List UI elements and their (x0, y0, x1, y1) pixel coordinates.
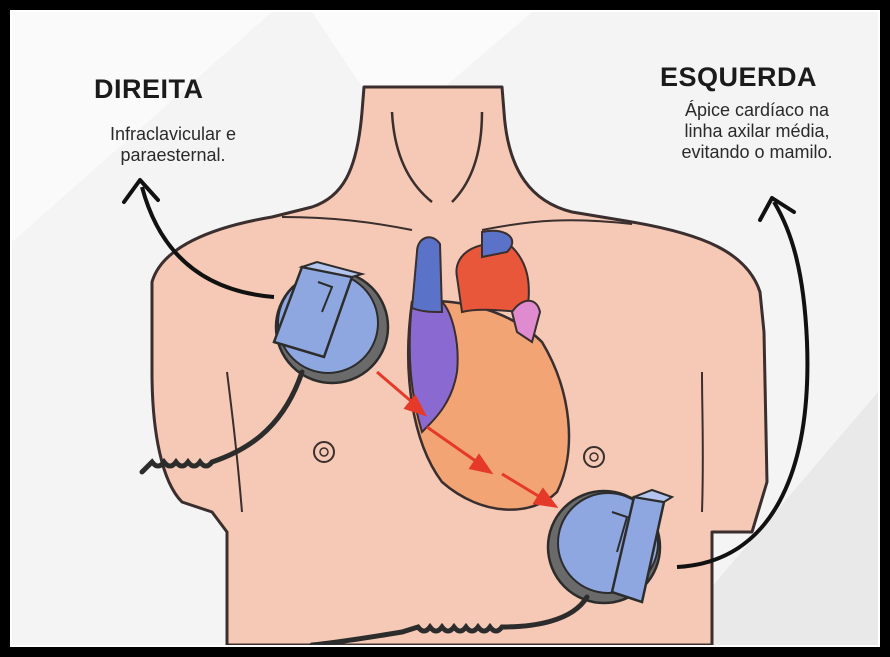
right-position-title: DIREITA (94, 74, 204, 105)
right-description-line: Infraclavicular e (68, 124, 278, 145)
illustration-panel: DIREITA Infraclavicular e paraesternal. … (10, 10, 880, 647)
armpit-line (702, 372, 703, 512)
left-description-line: linha axilar média, (642, 121, 872, 142)
left-description-line: Ápice cardíaco na (642, 100, 872, 121)
right-position-description: Infraclavicular e paraesternal. (68, 124, 278, 166)
left-description-line: evitando o mamilo. (642, 142, 872, 163)
left-position-description: Ápice cardíaco na linha axilar média, ev… (642, 100, 872, 163)
right-description-line: paraesternal. (68, 145, 278, 166)
left-position-title: ESQUERDA (660, 62, 817, 93)
